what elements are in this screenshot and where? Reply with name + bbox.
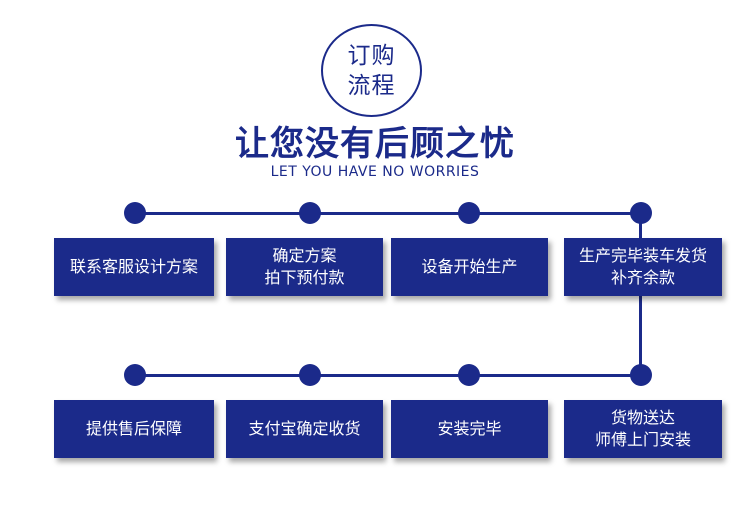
step-box-production: 设备开始生产 xyxy=(391,238,548,296)
step-dot xyxy=(458,202,480,224)
order-process-badge: 订购 流程 xyxy=(321,24,422,117)
step-dot xyxy=(458,364,480,386)
step-box-installation-done: 安装完毕 xyxy=(391,400,548,458)
step-label: 补齐余款 xyxy=(610,268,675,287)
step-dot xyxy=(299,202,321,224)
step-label: 生产完毕装车发货 xyxy=(578,246,707,265)
connector-row-1 xyxy=(135,212,641,215)
step-label: 货物送达 xyxy=(610,408,675,427)
step-box-after-sales: 提供售后保障 xyxy=(54,400,214,458)
step-label: 确定方案 xyxy=(272,246,337,265)
step-dot xyxy=(630,364,652,386)
badge-line-2: 流程 xyxy=(347,72,396,99)
badge-line-1: 订购 xyxy=(347,42,396,69)
step-dot xyxy=(299,364,321,386)
step-label: 设备开始生产 xyxy=(421,257,518,276)
step-label: 联系客服设计方案 xyxy=(69,257,198,276)
page-subtitle: LET YOU HAVE NO WORRIES xyxy=(270,164,480,180)
step-box-shipping: 生产完毕装车发货 补齐余款 xyxy=(564,238,722,296)
step-box-confirm-plan: 确定方案 拍下预付款 xyxy=(226,238,383,296)
connector-row-2 xyxy=(135,374,641,377)
step-label: 安装完毕 xyxy=(437,419,502,438)
step-label: 支付宝确定收货 xyxy=(248,419,361,438)
step-box-confirm-receipt: 支付宝确定收货 xyxy=(226,400,383,458)
step-dot xyxy=(124,202,146,224)
step-label: 提供售后保障 xyxy=(85,419,182,438)
step-label: 师傅上门安装 xyxy=(594,430,691,449)
page-title: 让您没有后顾之忧 xyxy=(235,124,515,164)
step-box-delivery-install: 货物送达 师傅上门安装 xyxy=(564,400,722,458)
step-label: 拍下预付款 xyxy=(264,268,345,287)
step-dot xyxy=(124,364,146,386)
step-box-contact-service: 联系客服设计方案 xyxy=(54,238,214,296)
step-dot xyxy=(630,202,652,224)
